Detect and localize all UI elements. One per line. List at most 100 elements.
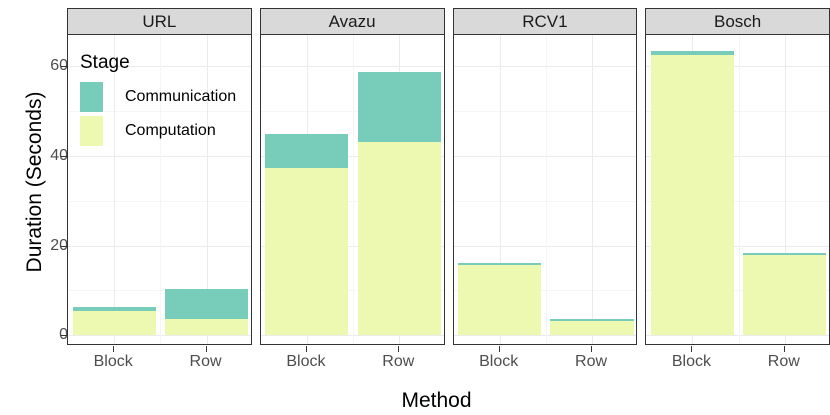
stacked-bar[interactable] — [743, 252, 827, 336]
gridline-minor-horizontal — [453, 290, 637, 292]
gridline-major-vertical — [206, 35, 208, 344]
gridline-major-horizontal — [68, 335, 251, 337]
plot-area — [645, 35, 830, 345]
stacked-bar[interactable] — [458, 263, 542, 336]
stacked-bar[interactable] — [72, 307, 156, 336]
legend-swatch-communication — [80, 82, 103, 112]
gridline-minor-vertical — [160, 35, 162, 344]
gridline-major-horizontal — [646, 66, 829, 68]
gridline-minor-horizontal — [68, 290, 251, 292]
gridline-major-horizontal — [646, 155, 829, 157]
stacked-bar[interactable] — [357, 71, 441, 336]
y-axis-title: Duration (Seconds) — [23, 91, 46, 273]
gridline-minor-horizontal — [453, 111, 637, 113]
y-tick-mark — [61, 155, 67, 157]
gridline-major-horizontal — [68, 66, 251, 68]
legend-label-computation: Computation — [125, 122, 216, 139]
gridline-major-horizontal — [646, 335, 829, 337]
gridline-minor-horizontal — [68, 111, 251, 113]
gridline-major-horizontal — [68, 155, 251, 157]
gridline-major-horizontal — [260, 66, 444, 68]
gridline-major-horizontal — [260, 335, 444, 337]
y-tick-label: 0 — [28, 326, 68, 344]
bar-segment-computation[interactable] — [458, 265, 542, 336]
y-tick-mark — [61, 245, 67, 247]
x-tick-label: Block — [479, 353, 519, 370]
bar-segment-computation[interactable] — [72, 311, 156, 336]
x-tick-label: Row — [767, 353, 800, 370]
stacked-bar[interactable] — [265, 133, 349, 336]
gridline-minor-horizontal — [260, 200, 444, 202]
bar-segment-computation[interactable] — [164, 318, 249, 336]
y-tick-label: 20 — [50, 236, 68, 254]
legend-label-communication: Communication — [125, 88, 237, 105]
gridline-major-horizontal — [453, 335, 637, 337]
bar-segment-computation[interactable] — [265, 168, 349, 336]
bar-segment-communication[interactable] — [164, 289, 249, 319]
gridline-minor-horizontal — [646, 290, 829, 292]
gridline-minor-vertical — [353, 35, 355, 344]
gridline-minor-horizontal — [646, 111, 829, 113]
y-tick-label: 40 — [50, 146, 68, 164]
gridline-major-horizontal — [260, 245, 444, 247]
gridline-major-horizontal — [646, 245, 829, 247]
stacked-bar[interactable] — [550, 319, 634, 336]
x-tick-mark — [305, 346, 307, 352]
y-tick-mark — [61, 335, 67, 337]
gridline-minor-horizontal — [260, 290, 444, 292]
bar-segment-communication[interactable] — [72, 307, 156, 312]
bar-segment-computation[interactable] — [550, 321, 634, 336]
x-tick-label: Block — [93, 353, 133, 370]
gridline-major-horizontal — [453, 155, 637, 157]
bar-segment-communication[interactable] — [458, 263, 542, 266]
facet-strip-label: RCV1 — [452, 8, 638, 35]
bar-segment-computation[interactable] — [743, 254, 827, 336]
gridline-major-vertical — [592, 35, 594, 344]
y-tick-label: 60 — [50, 57, 68, 75]
facet-panel-bosch: Bosch — [645, 8, 830, 345]
bar-segment-communication[interactable] — [357, 71, 441, 143]
gridline-minor-horizontal — [260, 111, 444, 113]
x-axis-title-text: Method — [401, 389, 472, 412]
gridline-major-horizontal — [68, 245, 251, 247]
x-tick-mark — [113, 346, 115, 352]
gridline-minor-horizontal — [646, 200, 829, 202]
bar-segment-computation[interactable] — [357, 142, 441, 336]
bar-segment-communication[interactable] — [650, 51, 734, 56]
facet-strip-label: Bosch — [645, 8, 830, 35]
legend-item-computation[interactable]: Computation — [80, 114, 236, 148]
x-tick-mark — [783, 346, 785, 352]
x-axis-title: Method — [0, 389, 830, 413]
legend-title: Stage — [80, 52, 130, 73]
x-tick-mark — [691, 346, 693, 352]
stacked-bar[interactable] — [650, 51, 734, 336]
gridline-major-horizontal — [260, 155, 444, 157]
gridline-major-horizontal — [453, 245, 637, 247]
facet-strip-label: URL — [67, 8, 252, 35]
legend-swatch-computation — [80, 116, 103, 146]
legend: Stage Communication Computation — [80, 52, 236, 148]
y-tick-mark — [61, 66, 67, 68]
gridline-minor-horizontal — [68, 200, 251, 202]
facet-panel-avazu: Avazu — [259, 8, 445, 345]
x-tick-label: Block — [671, 353, 711, 370]
facet-panel-rcv1: RCV1 — [452, 8, 638, 345]
bar-segment-communication[interactable] — [265, 133, 349, 169]
plot-area — [452, 35, 638, 345]
x-tick-mark — [498, 346, 500, 352]
plot-area — [259, 35, 445, 345]
gridline-major-vertical — [499, 35, 501, 344]
x-tick-mark — [591, 346, 593, 352]
gridline-minor-vertical — [545, 35, 547, 344]
stacked-bar[interactable] — [164, 289, 249, 336]
gridline-major-horizontal — [453, 66, 637, 68]
bar-segment-communication[interactable] — [550, 319, 634, 322]
legend-item-communication[interactable]: Communication — [80, 80, 236, 114]
bar-segment-communication[interactable] — [743, 252, 827, 255]
x-tick-mark — [398, 346, 400, 352]
bar-segment-computation[interactable] — [650, 55, 734, 336]
x-tick-label: Row — [575, 353, 608, 370]
gridline-minor-vertical — [738, 35, 740, 344]
gridline-minor-horizontal — [453, 200, 637, 202]
